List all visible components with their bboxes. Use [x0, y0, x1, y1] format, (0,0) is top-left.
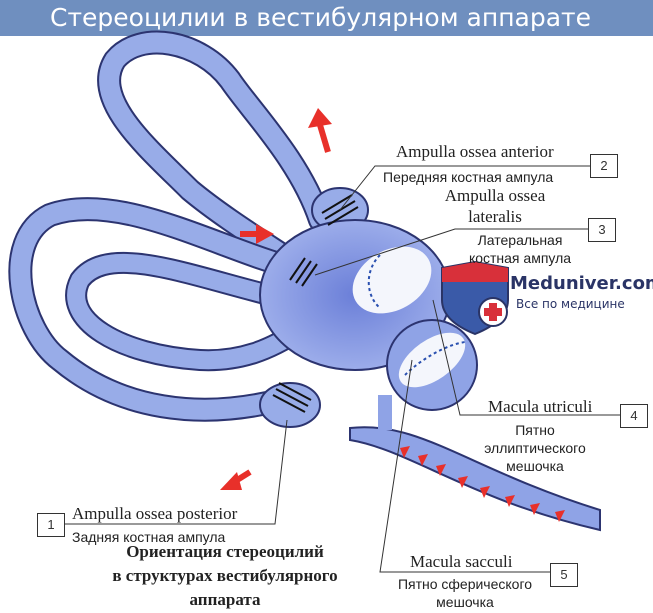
label-3-latin-line1: Ampulla ossea: [444, 186, 546, 205]
caption-line-3: аппарата: [189, 590, 261, 609]
label-3-latin-line2: lateralis: [468, 207, 522, 226]
macula-sacculi: [398, 332, 466, 388]
label-3-russian-line1: Латеральная: [477, 232, 563, 248]
label-4-number: 4: [620, 404, 648, 428]
label-2-number: 2: [590, 154, 618, 178]
label-4-russian-line2: эллиптического: [484, 440, 586, 456]
caption-line-1: Ориентация стереоцилий: [126, 542, 324, 561]
meduniver-logo-icon: [441, 260, 509, 336]
label-5-russian-line1: Пятно сферического: [397, 576, 533, 592]
logo-name: Meduniver.com: [510, 273, 653, 294]
label-4-russian-line1: Пятно: [515, 422, 555, 438]
label-1-number: 1: [37, 513, 65, 537]
page-title: Стереоцилии в вестибулярном аппарате: [50, 3, 591, 32]
label-5-latin: Macula sacculi: [410, 552, 513, 571]
label-3-russian-line2: костная ампула: [468, 250, 572, 266]
title-bar: Стереоцилии в вестибулярном аппарате: [0, 0, 653, 36]
logo-tagline: Все по медицине: [516, 297, 625, 311]
label-1-latin: Ampulla ossea posterior: [72, 504, 238, 523]
label-4-russian-line3: мешочка: [506, 458, 564, 474]
saccule-striola-line: [404, 341, 466, 376]
utricle-striola-line: [367, 254, 381, 309]
caption-line-2: в структурах вестибулярного: [112, 566, 338, 585]
label-2-latin: Ampulla ossea anterior: [396, 142, 554, 161]
label-3-number: 3: [588, 218, 616, 242]
semicircular-canals: [8, 30, 332, 422]
direction-arrows: [220, 108, 332, 490]
label-2-russian: Передняя костная ампула: [383, 169, 554, 185]
figure-caption: Ориентация стереоцилий в структурах вест…: [95, 540, 355, 612]
leader-lines: [62, 165, 620, 573]
label-5-russian-line2: мешочка: [436, 594, 494, 610]
label-1-russian: Задняя костная ампула: [72, 529, 226, 545]
macula-utriculi: [352, 246, 432, 314]
cochlear-hair-markers: [400, 446, 565, 522]
label-4-latin: Macula utriculi: [488, 397, 593, 416]
label-5-number: 5: [550, 563, 578, 587]
